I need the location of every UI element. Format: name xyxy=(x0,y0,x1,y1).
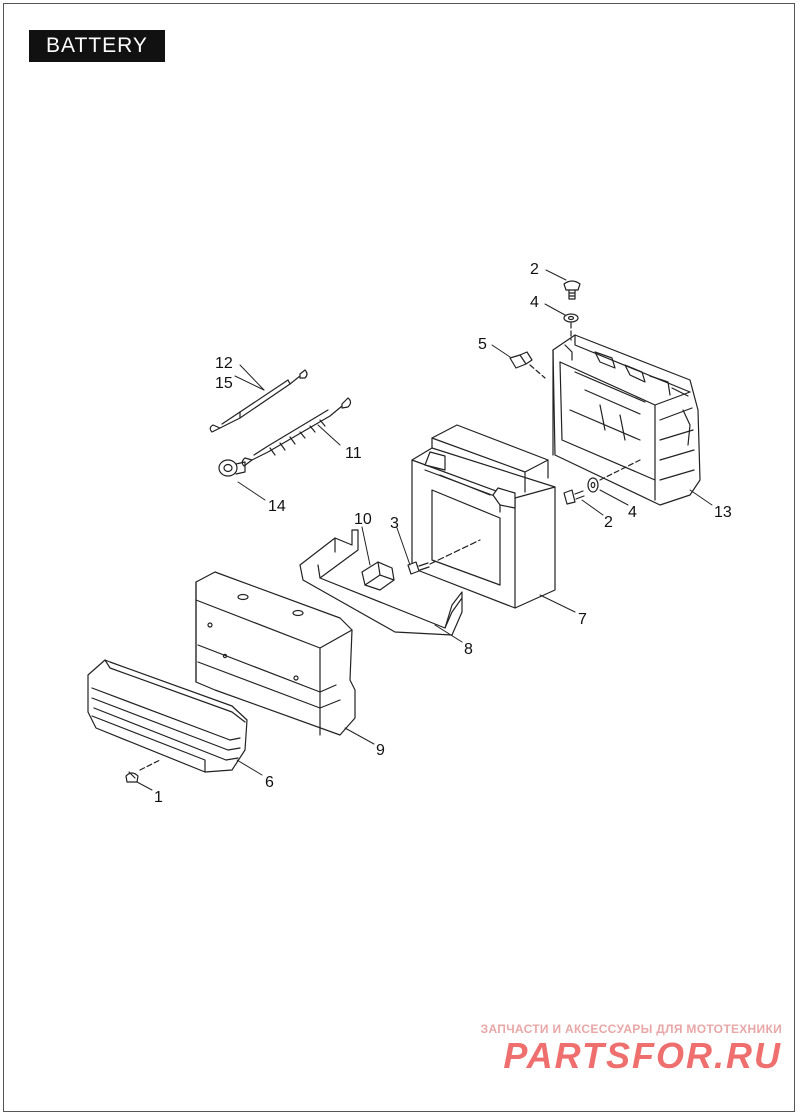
cable-part-11 xyxy=(241,397,352,467)
callout-8: 8 xyxy=(464,641,473,658)
screw-part-2b xyxy=(563,489,585,505)
callout-4b: 4 xyxy=(628,504,637,521)
callout-12: 12 xyxy=(215,355,233,372)
callout-7: 7 xyxy=(578,611,587,628)
washer-part-4b xyxy=(587,477,599,493)
leader-dash xyxy=(599,459,641,481)
leader-dash xyxy=(429,539,481,565)
terminal-cap-part-14 xyxy=(218,459,246,477)
battery-part xyxy=(411,424,556,609)
callout-4a: 4 xyxy=(530,294,539,311)
screw-part-2a xyxy=(563,280,581,300)
callout-11: 11 xyxy=(345,445,362,462)
callout-2b: 2 xyxy=(604,514,613,531)
callout-10: 10 xyxy=(354,511,372,528)
stud-part-5 xyxy=(509,351,533,369)
callout-15: 15 xyxy=(215,375,233,392)
watermark: ЗАПЧАСТИ И АКСЕССУАРЫ ДЛЯ МОТОТЕХНИКИ PA… xyxy=(481,1022,782,1076)
battery-tray-part xyxy=(552,334,701,506)
watermark-tagline: ЗАПЧАСТИ И АКСЕССУАРЫ ДЛЯ МОТОТЕХНИКИ xyxy=(480,1022,782,1036)
trim-panel-part xyxy=(87,659,248,773)
leader-dash xyxy=(139,759,161,771)
callout-3: 3 xyxy=(390,515,399,532)
callout-1: 1 xyxy=(154,789,163,806)
leader-dash xyxy=(529,364,546,379)
clamp-part-10 xyxy=(361,561,395,591)
battery-cover-part xyxy=(195,571,356,736)
callout-leaders xyxy=(136,269,713,791)
callout-6: 6 xyxy=(265,774,274,791)
cable-part-12-15 xyxy=(209,369,308,433)
callout-13: 13 xyxy=(714,504,732,521)
callout-14: 14 xyxy=(268,498,286,515)
screw-part-1 xyxy=(125,771,139,783)
callout-9: 9 xyxy=(376,742,385,759)
callout-2a: 2 xyxy=(530,261,539,278)
page-title: BATTERY xyxy=(29,30,165,62)
screw-part-3 xyxy=(407,561,430,575)
callout-5: 5 xyxy=(478,336,487,353)
watermark-logo-text: PARTSFOR.RU xyxy=(503,1035,782,1076)
page-frame xyxy=(3,3,795,1112)
washer-part-4a xyxy=(563,313,579,323)
battery-strap-part xyxy=(299,529,463,636)
